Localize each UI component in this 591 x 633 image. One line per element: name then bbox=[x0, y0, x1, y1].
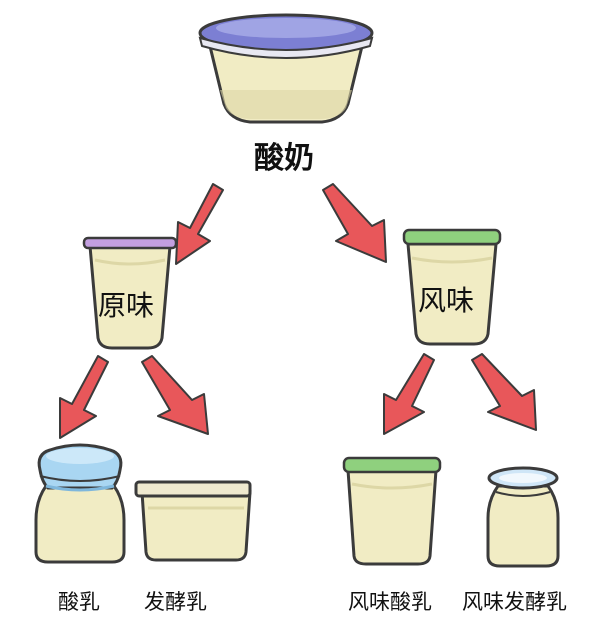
branch-flavored-label: 风味 bbox=[418, 284, 475, 317]
arrow-root-to-original bbox=[175, 183, 224, 265]
arrow-original-to-fermented bbox=[141, 355, 209, 435]
flavored-fermented-jar-icon bbox=[486, 466, 560, 568]
leaf-yogurt-label: 酸乳 bbox=[58, 590, 100, 614]
root-label: 酸奶 bbox=[254, 141, 314, 176]
leaf-flavored-yogurt-label: 风味酸乳 bbox=[348, 590, 432, 614]
flavored-yogurt-cup-icon bbox=[342, 456, 442, 566]
fermented-tub-icon bbox=[134, 480, 252, 562]
arrow-original-to-yogurt bbox=[59, 355, 109, 439]
original-cup-icon bbox=[82, 236, 178, 350]
flavored-cup-icon bbox=[402, 228, 502, 346]
arrow-flavored-to-flavored-yogurt bbox=[383, 353, 435, 435]
yogurt-jar-icon bbox=[34, 443, 126, 564]
root-yogurt-cup-icon bbox=[198, 13, 374, 124]
leaf-flavored-fermented-label: 风味发酵乳 bbox=[462, 590, 567, 614]
arrow-root-to-flavored bbox=[322, 183, 387, 263]
leaf-fermented-label: 发酵乳 bbox=[144, 590, 207, 614]
branch-original-label: 原味 bbox=[98, 289, 155, 322]
arrow-flavored-to-flavored-fermented bbox=[471, 353, 537, 431]
